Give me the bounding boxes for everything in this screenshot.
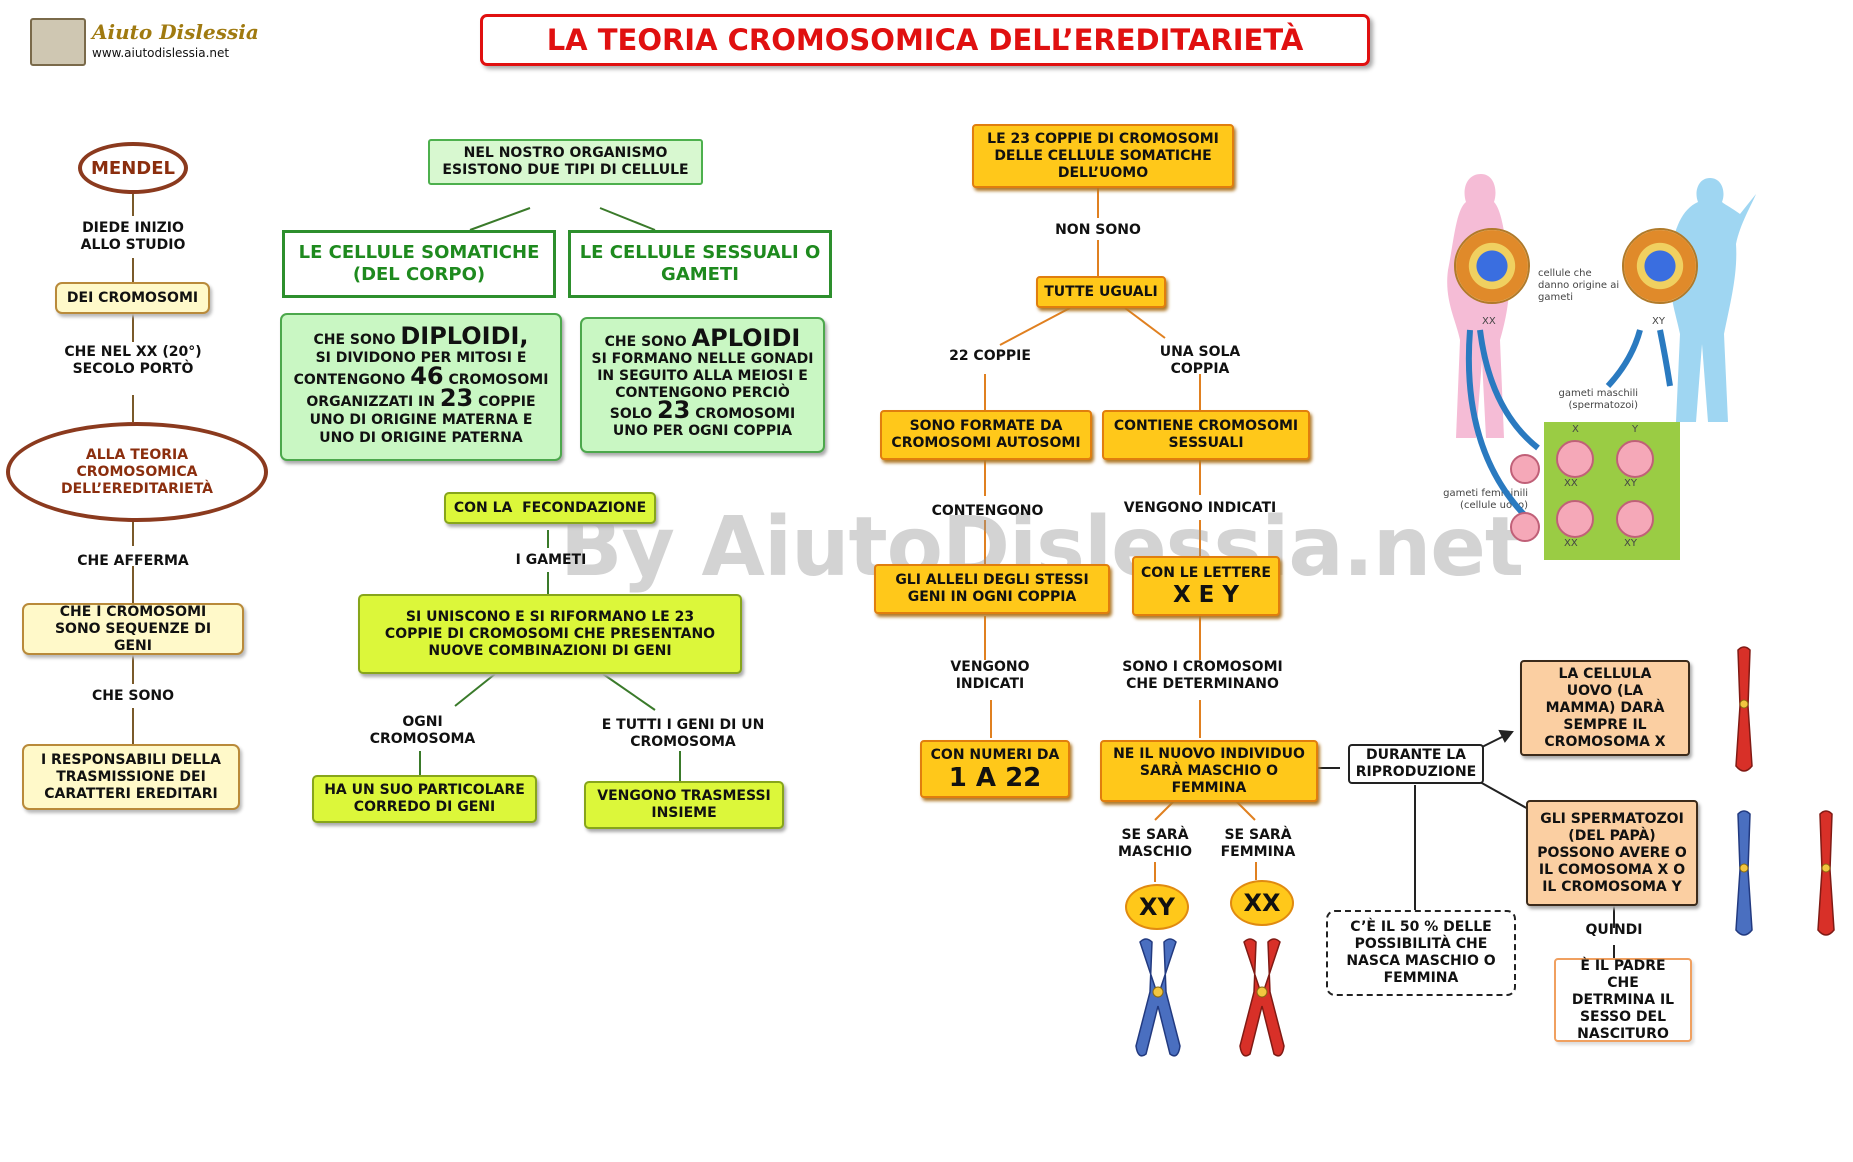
cinquanta-percento-node: C’È IL 50 % DELLE POSSIBILITÀ CHE NASCA … <box>1326 910 1516 996</box>
logo-book-icon <box>30 18 86 66</box>
gamete-illustration: cellule che danno origine ai gameti XX X… <box>1420 170 1760 565</box>
alleli-node: GLI ALLELI DEGLI STESSI GENI IN OGNI COP… <box>874 564 1110 614</box>
chromosome-x-red-2-icon <box>1812 810 1840 940</box>
label-vengono-indicati-numeri: VENGONO INDICATI <box>930 659 1050 693</box>
grid-cell-label: XX <box>1564 538 1578 549</box>
zygote-icon <box>1556 440 1594 478</box>
label-i-gameti: I GAMETI <box>496 552 606 569</box>
maschio-femmina-node: NE IL NUOVO INDIVIDUO SARÀ MASCHIO O FEM… <box>1100 740 1318 802</box>
label-che-nel-secolo: CHE NEL XX (20°) SECOLO PORTÒ <box>58 344 208 378</box>
cromosomi-sessuali-node: CONTIENE CROMOSOMI SESSUALI <box>1102 410 1310 460</box>
label-vengono-indicati-xy: VENGONO INDICATI <box>1110 500 1290 517</box>
particolare-corredo-node: HA UN SUO PARTICOLARE CORREDO DI GENI <box>312 775 537 823</box>
dei-cromosomi-node: DEI CROMOSOMI <box>55 282 210 314</box>
logo-url: www.aiutodislessia.net <box>92 46 229 60</box>
label-x-col: X <box>1572 424 1579 435</box>
si-uniscono-node: SI UNISCONO E SI RIFORMANO LE 23 COPPIE … <box>358 594 742 674</box>
le-23-coppie-node: LE 23 COPPIE DI CROMOSOMI DELLE CELLULE … <box>972 124 1234 188</box>
sessuali-details: CHE SONO APLOIDI SI FORMANO NELLE GONADI… <box>580 317 825 453</box>
label-se-femmina: SE SARÀ FEMMINA <box>1213 827 1303 861</box>
chromosome-x-red-icon <box>1730 646 1758 776</box>
label-che-afferma: CHE AFFERMA <box>58 553 208 570</box>
label-e-tutti-i-geni: E TUTTI I GENI DI UN CROMOSOMA <box>598 717 768 751</box>
cellula-uovo-node: LA CELLULA UOVO (LA MAMMA) DARÀ SEMPRE I… <box>1520 660 1690 756</box>
label-contengono: CONTENGONO <box>920 503 1055 520</box>
logo[interactable]: Aiuto Dislessia www.aiutodislessia.net <box>30 18 230 66</box>
grid-cell-label: XY <box>1624 538 1637 549</box>
label-diede-inizio: DIEDE INIZIO ALLO STUDIO <box>68 220 198 254</box>
durante-riproduzione-node: DURANTE LA RIPRODUZIONE <box>1348 744 1484 784</box>
label-ogni-cromosoma: OGNI CROMOSOMA <box>360 714 485 748</box>
autosomi-node: SONO FORMATE DA CROMOSOMI AUTOSOMI <box>880 410 1092 460</box>
chromosome-xy-icon <box>1128 936 1188 1066</box>
label-quindi: QUINDI <box>1574 922 1654 939</box>
responsabili-node: I RESPONSABILI DELLA TRASMISSIONE DEI CA… <box>22 744 240 810</box>
xy-badge: XY <box>1125 884 1189 930</box>
grid-cell-label: XY <box>1624 478 1637 489</box>
sessuali-header: LE CELLULE SESSUALI O GAMETI <box>568 230 832 298</box>
zygote-icon <box>1616 440 1654 478</box>
chromosome-y-blue-icon <box>1730 810 1758 940</box>
label-una-sola-coppia: UNA SOLA COPPIA <box>1140 344 1260 378</box>
zygote-icon <box>1556 500 1594 538</box>
label-che-sono: CHE SONO <box>58 688 208 705</box>
label-determinano: SONO I CROMOSOMI CHE DETERMINANO <box>1110 659 1295 693</box>
lettere-xy-node: CON LE LETTERE X E Y <box>1132 556 1280 616</box>
trasmessi-insieme-node: VENGONO TRASMESSI INSIEME <box>584 781 784 829</box>
mendel-node: MENDEL <box>78 142 188 194</box>
somatiche-header: LE CELLULE SOMATICHE (DEL CORPO) <box>282 230 556 298</box>
label-22-coppie: 22 COPPIE <box>930 348 1050 365</box>
page-title: LA TEORIA CROMOSOMICA DELL’EREDITARIETÀ <box>480 14 1370 66</box>
sequenze-geni-node: CHE I CROMOSOMI SONO SEQUENZE DI GENI <box>22 603 244 655</box>
spermatozoi-node: GLI SPERMATOZOI (DEL PAPÀ) POSSONO AVERE… <box>1526 800 1698 906</box>
chromosome-xx-icon <box>1232 936 1292 1066</box>
zygote-icon <box>1616 500 1654 538</box>
label-se-maschio: SE SARÀ MASCHIO <box>1110 827 1200 861</box>
somatiche-details: CHE SONO DIPLOIDI, SI DIVIDONO PER MITOS… <box>280 313 562 461</box>
xx-badge: XX <box>1230 880 1294 926</box>
logo-name: Aiuto Dislessia <box>92 20 259 44</box>
label-non-sono: NON SONO <box>1038 222 1158 239</box>
grid-cell-label: XX <box>1564 478 1578 489</box>
due-tipi-node: NEL NOSTRO ORGANISMO ESISTONO DUE TIPI D… <box>428 139 703 185</box>
teoria-node: ALLA TEORIA CROMOSOMICA DELL’EREDITARIET… <box>6 422 268 522</box>
padre-node: È IL PADRE CHE DETRMINA IL SESSO DEL NAS… <box>1554 958 1692 1042</box>
egg-cell-icon <box>1510 512 1540 542</box>
numeri-1-22-node: CON NUMERI DA 1 A 22 <box>920 740 1070 798</box>
fecondazione-node: CON LA FECONDAZIONE <box>444 492 656 524</box>
tutte-uguali-node: TUTTE UGUALI <box>1036 276 1166 308</box>
label-y-col: Y <box>1632 424 1638 435</box>
egg-cell-icon <box>1510 454 1540 484</box>
